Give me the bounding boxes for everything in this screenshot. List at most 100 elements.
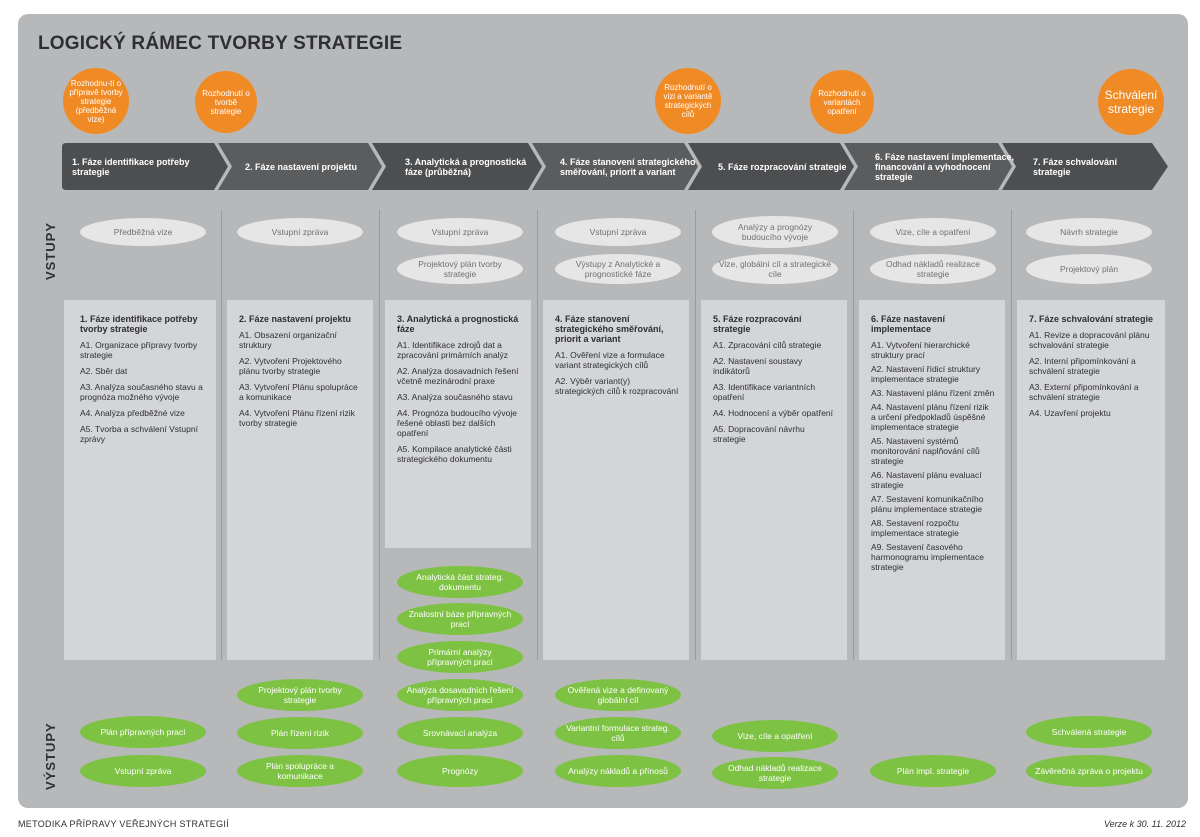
activity-item: A1. Zpracování cílů strategie [713,340,822,350]
phase-chevron-4 [532,143,698,190]
activity-item: A5. Dopracování návrhu strategie [713,424,805,444]
phase-chevron-1 [62,143,228,190]
activity-item: A2. Vytvoření Projektového plánu tvorby … [239,356,342,376]
activity-item: A1. Vytvoření hierarchické struktury pra… [871,340,970,360]
activity-item: A1. Organizace přípravy tvorby strategie [80,340,198,360]
input-pill: Vize, globální cíl a strategické cíle [712,254,838,284]
column-heading: 4. Fáze stanovení strategického směřován… [555,314,664,344]
activity-item: A3. Externí připomínkování a schválení s… [1029,382,1139,402]
output-pill: Plán řízení rizik [237,717,363,749]
input-pill: Vstupní zpráva [237,218,363,246]
activity-item: A2. Nastavení řídicí struktury implement… [871,364,981,384]
column-content-1: 1. Fáze identifikace potřeby tvorby stra… [64,300,216,450]
phase-chevron-bar [62,143,1168,190]
phase-label-4: 4. Fáze stanovení strategického směřován… [560,156,696,177]
activity-item: A5. Nastavení systémů monitorování naplň… [871,436,980,466]
phase-label-6: 6. Fáze nastavení implementace, financov… [875,151,1015,182]
column-content-3: 3. Analytická a prognostická fáze A1. Id… [385,300,531,470]
input-pill: Návrh strategie [1026,218,1152,246]
output-pill: Analýza dosavadních řešení přípravných p… [397,679,523,711]
activity-item: A2. Analýza dosavadních řešení včetně me… [397,366,519,386]
activity-item: A1. Identifikace zdrojů dat a zpracování… [397,340,509,360]
decision-circle-1: Rozhodnu-tí o přípravě tvorby strategie … [63,68,129,134]
column-divider [537,210,538,660]
activity-item: A5. Tvorba a schválení Vstupní zprávy [80,424,198,444]
phase-label-3: 3. Analytická a prognostická fáze (průbě… [405,156,527,177]
column-divider [1011,210,1012,660]
activity-item: A3. Analýza současného stavu a prognóza … [80,382,203,402]
activity-item: A4. Hodnocení a výběr opatření [713,408,834,418]
column-divider [853,210,854,660]
footer-version: Verze k 30. 11. 2012 [1103,819,1186,829]
input-pill: Analýzy a prognózy budoucího vývoje [712,216,838,248]
decision-circle-2: Rozhodnutí o tvorbě strategie [195,71,257,133]
activity-item: A1. Obsazení organizační struktury [239,330,337,350]
output-pill: Znalostní báze přípravných prací [397,603,523,635]
phase-label-5: 5. Fáze rozpracování strategie [718,161,847,172]
activity-item: A6. Nastavení plánu evaluací strategie [871,470,982,490]
phase-chevron-3 [372,143,542,190]
activity-item: A1. Revize a dopracování plánu schvalová… [1029,330,1150,350]
activity-item: A3. Nastavení plánu řízení změn [871,388,995,398]
input-pill: Odhad nákladů realizace strategie [870,254,996,284]
activity-column-3 [385,300,531,548]
footer-title: METODIKA PŘÍPRAVY VEŘEJNÝCH STRATEGIÍ [18,819,229,829]
activity-item: A3. Analýza současného stavu [397,392,513,402]
output-pill: Schválená strategie [1026,716,1152,748]
column-divider [695,210,696,660]
output-pill: Variantní formulace strateg. cílů [555,717,681,749]
output-pill: Plán přípravných prací [80,716,206,748]
output-pill: Odhad nákladů realizace strategie [712,757,838,789]
input-pill: Vize, cíle a opatření [870,218,996,246]
column-heading: 2. Fáze nastavení projektu [239,314,352,324]
activity-item: A2. Nastavení soustavy indikátorů [713,356,803,376]
activity-item: A4. Uzavření projektu [1029,408,1111,418]
phase-chevron-2 [218,143,382,190]
activity-column-4 [543,300,689,660]
output-pill: Prognózy [397,755,523,787]
output-pill: Vize, cíle a opatření [712,720,838,752]
activity-item: A9. Sestavení časového harmonogramu impl… [871,542,984,572]
decision-circle-3: Rozhodnutí o vizi a variantě strategický… [655,68,721,134]
output-pill: Plán spolupráce a komunikace [237,755,363,787]
activity-item: A4. Vytvoření Plánu řízení rizik tvorby … [239,408,355,428]
activity-column-2 [227,300,373,660]
column-heading: 5. Fáze rozpracování strategie [713,314,802,334]
activity-item: A8. Sestavení rozpočtu implementace stra… [871,518,959,538]
phase-label-1: 1. Fáze identifikace potřeby strategie [72,156,190,177]
phase-chevron-5 [688,143,854,190]
column-content-2: 2. Fáze nastavení projektu A1. Obsazení … [227,300,373,434]
output-pill: Závěrečná zpráva o projektu [1026,755,1152,787]
activity-item: A4. Nastavení plánu řízení rizik a určen… [871,402,989,432]
phase-label-7: 7. Fáze schvalování strategie [1033,156,1118,177]
input-pill: Vstupní zpráva [555,218,681,246]
page-title: LOGICKÝ RÁMEC TVORBY STRATEGIE [38,33,403,54]
activity-item: A4. Analýza předběžné vize [80,408,185,418]
output-pill: Ověřená vize a definovaný globální cíl [555,679,681,711]
output-pill: Vstupní zpráva [80,755,206,787]
input-pill: Předběžná vize [80,218,206,246]
input-pill: Výstupy z Analytické a prognostické fáze [555,254,681,284]
vystupy-label: VÝSTUPY [43,722,58,790]
activity-column-5 [701,300,847,660]
activity-column-1 [64,300,216,660]
activity-item: A1. Ověření vize a formulace variant str… [555,350,665,370]
output-pill: Plán impl. strategie [870,755,996,787]
activity-item: A7. Sestavení komunikačního plánu implem… [871,494,984,514]
activity-item: A2. Výběr variant(y) strategických cílů … [555,376,679,396]
column-content-4: 4. Fáze stanovení strategického směřován… [543,300,689,402]
decision-circle-4: Rozhodnutí o variantách opatření [810,70,874,134]
output-pill: Projektový plán tvorby strategie [237,679,363,711]
activity-column-6 [859,300,1005,660]
column-content-5: 5. Fáze rozpracování strategie A1. Zprac… [701,300,847,450]
column-heading: 1. Fáze identifikace potřeby tvorby stra… [80,314,198,334]
activity-item: A2. Interní připomínkování a schválení s… [1029,356,1136,376]
vstupy-label: VSTUPY [43,221,58,280]
output-pill: Analytická část strateg. dokumentu [397,566,523,598]
column-divider [221,210,222,660]
output-pill: Primární analýzy přípravných prací [397,641,523,673]
input-pill: Vstupní zpráva [397,218,523,246]
phase-chevron-7 [1002,143,1168,190]
activity-item: A3. Identifikace variantních opatření [713,382,816,402]
phase-chevron-6 [844,143,1012,190]
